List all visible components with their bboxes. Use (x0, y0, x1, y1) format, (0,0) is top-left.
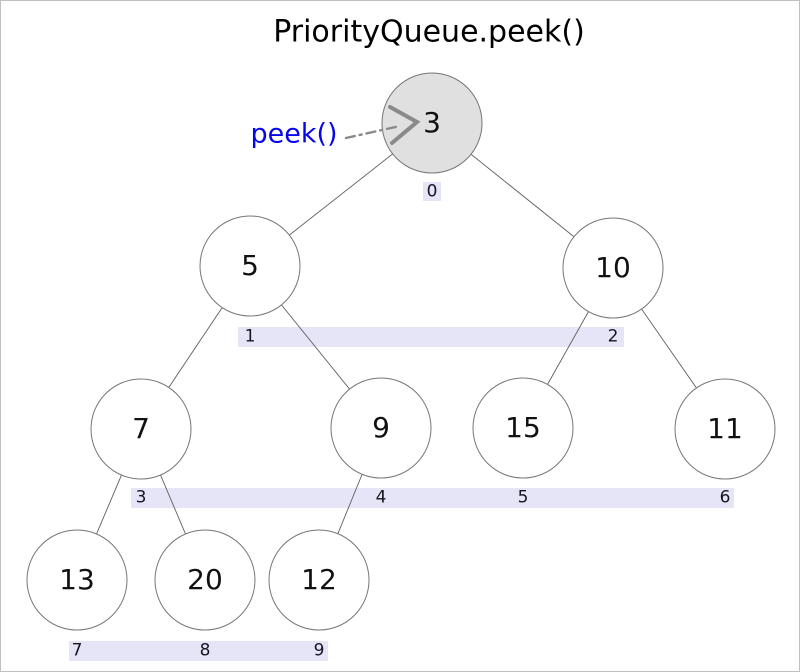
heap-node-circle (90, 378, 192, 480)
index-band (131, 488, 734, 508)
heap-node-circle (268, 529, 370, 631)
index-band (69, 641, 328, 661)
diagram-title: PriorityQueue.peek() (273, 14, 585, 50)
heap-index-label: 5 (517, 487, 529, 508)
heap-node-value: 12 (301, 563, 337, 596)
heap-node-value: 3 (423, 106, 441, 139)
heap-node-circle (674, 378, 776, 480)
heap-node-value: 15 (505, 411, 541, 444)
heap-node-value: 9 (372, 411, 390, 444)
heap-index-label: 4 (375, 487, 387, 508)
heap-index-label: 8 (199, 640, 211, 661)
heap-node-value: 5 (241, 249, 259, 282)
heap-index-label: 0 (426, 181, 438, 201)
heap-node-circle (472, 377, 574, 479)
heap-index-label: 1 (244, 326, 256, 347)
heap-index-label: 9 (313, 640, 325, 661)
heap-index-label: 2 (607, 326, 619, 347)
index-band (238, 327, 624, 347)
heap-node-value: 20 (187, 563, 223, 596)
heap-node-value: 7 (132, 412, 150, 445)
heap-node-circle (199, 215, 301, 317)
heap-node-value: 11 (707, 412, 743, 445)
heap-node-circle (26, 529, 128, 631)
heap-node-circle (562, 217, 664, 319)
heap-node-value: 10 (595, 251, 631, 284)
heap-node-circle (330, 377, 432, 479)
heap-index-label: 3 (135, 487, 147, 508)
heap-index-label: 6 (719, 487, 731, 508)
heap-node-circle (154, 529, 256, 631)
index-band (423, 182, 441, 201)
peek-arrowhead-icon (388, 105, 421, 145)
heap-node-value: 13 (59, 563, 95, 596)
peek-annotation-label: peek() (250, 118, 338, 150)
heap-index-label: 7 (71, 640, 83, 661)
peek-arrow-shaft (344, 124, 402, 140)
heap-node-circle (381, 72, 483, 174)
